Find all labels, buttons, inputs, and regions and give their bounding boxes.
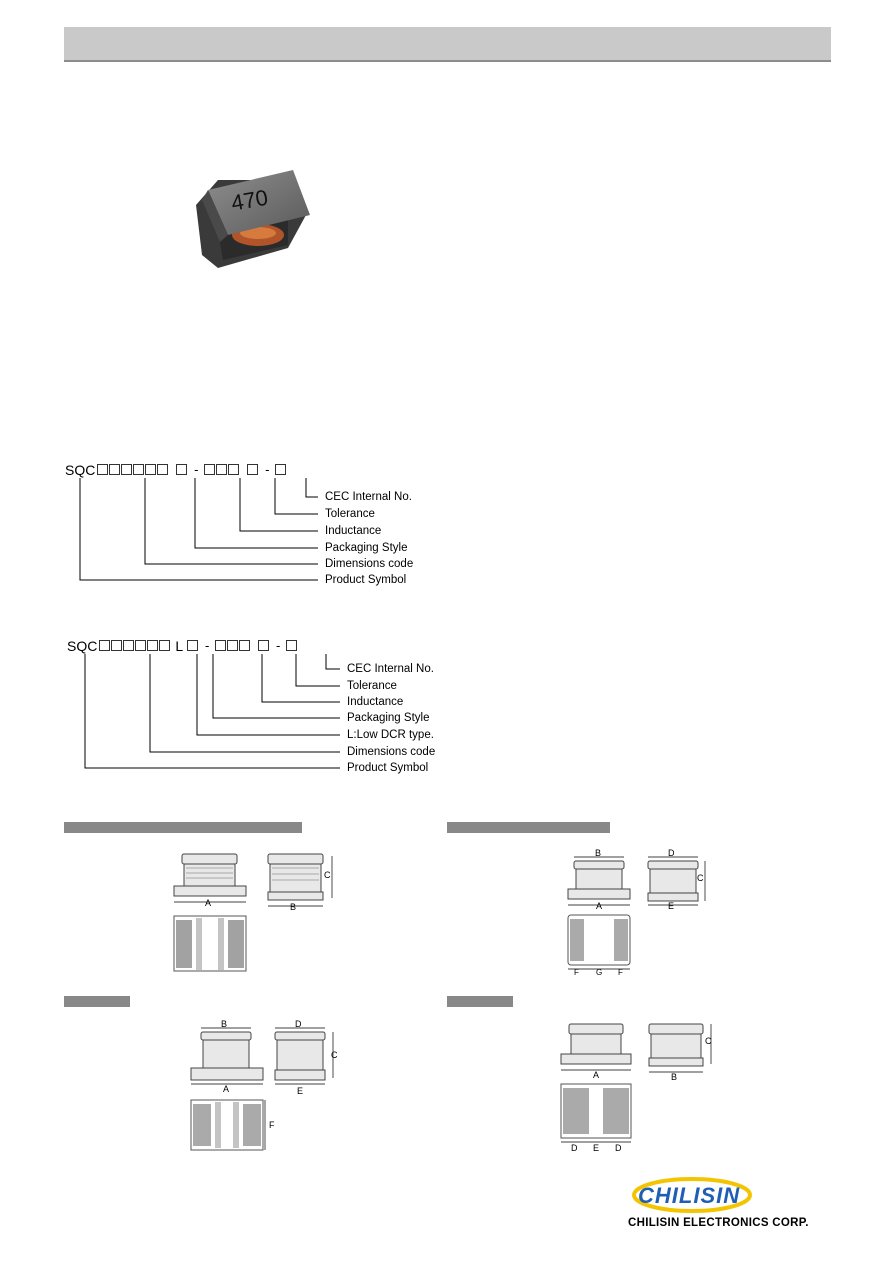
svg-text:D: D (615, 1143, 622, 1153)
svg-text:B: B (671, 1072, 677, 1082)
svg-text:A: A (596, 901, 602, 911)
part-code-line-standard: SQC - - (65, 462, 287, 478)
svg-text:D: D (668, 848, 675, 858)
section-bar-dimensions-3 (64, 996, 130, 1007)
code-separator: - (265, 462, 270, 477)
company-name: CHILISIN ELECTRONICS CORP. (628, 1217, 809, 1229)
code-prefix: SQC (65, 462, 96, 478)
svg-text:C: C (331, 1050, 338, 1060)
dimension-drawing-top-right: B D C A E F G F (567, 848, 706, 977)
svg-text:E: E (297, 1086, 303, 1096)
dimension-drawing-bottom-right: C A B D E D (560, 1023, 712, 1153)
field-label: Tolerance (325, 508, 375, 520)
inductor-photo: 470 (196, 170, 310, 268)
dimension-drawing-top-left: A B C (173, 853, 333, 972)
svg-text:B: B (290, 902, 296, 912)
code-separator: - (204, 638, 210, 653)
code-prefix: SQC (67, 638, 98, 654)
field-label: L:Low DCR type. (347, 729, 434, 741)
company-logo: CHILISIN (632, 1177, 752, 1213)
field-label: Inductance (325, 525, 382, 537)
field-label: CEC Internal No. (347, 663, 434, 675)
svg-text:E: E (668, 901, 674, 911)
section-bar-dimensions-2 (447, 822, 610, 833)
svg-text:D: D (571, 1143, 578, 1153)
svg-text:F: F (574, 968, 579, 977)
field-label: Product Symbol (325, 574, 407, 586)
logo-wordmark: CHILISIN (638, 1183, 740, 1208)
svg-text:F: F (618, 968, 623, 977)
svg-text:G: G (596, 968, 602, 977)
field-label: Product Symbol (347, 762, 429, 774)
svg-text:A: A (205, 898, 211, 908)
part-code-line-low-dcr: SQC L - - (67, 638, 298, 654)
code-separator: - (194, 462, 199, 477)
code-suffix-letter: L (175, 638, 184, 654)
field-label: Dimensions code (325, 558, 414, 570)
svg-text:A: A (223, 1084, 229, 1094)
field-label: CEC Internal No. (325, 491, 412, 503)
field-label: Packaging Style (325, 542, 408, 554)
dimension-drawing-bottom-left: B D C A E F (190, 1019, 338, 1151)
section-bar-dimensions-4 (447, 996, 513, 1007)
svg-text:A: A (593, 1070, 599, 1080)
svg-text:B: B (221, 1019, 227, 1029)
svg-text:B: B (595, 848, 601, 858)
svg-text:C: C (697, 873, 704, 883)
header-bar (64, 27, 831, 62)
svg-text:F: F (269, 1120, 275, 1130)
svg-text:C: C (324, 870, 331, 880)
section-bar-dimensions-1 (64, 822, 302, 833)
code-separator: - (275, 638, 281, 653)
svg-text:D: D (295, 1019, 302, 1029)
field-label: Tolerance (347, 680, 397, 692)
svg-text:E: E (593, 1143, 599, 1153)
svg-text:C: C (705, 1036, 712, 1046)
field-label: Inductance (347, 696, 404, 708)
field-label: Packaging Style (347, 712, 430, 724)
field-label: Dimensions code (347, 746, 436, 758)
